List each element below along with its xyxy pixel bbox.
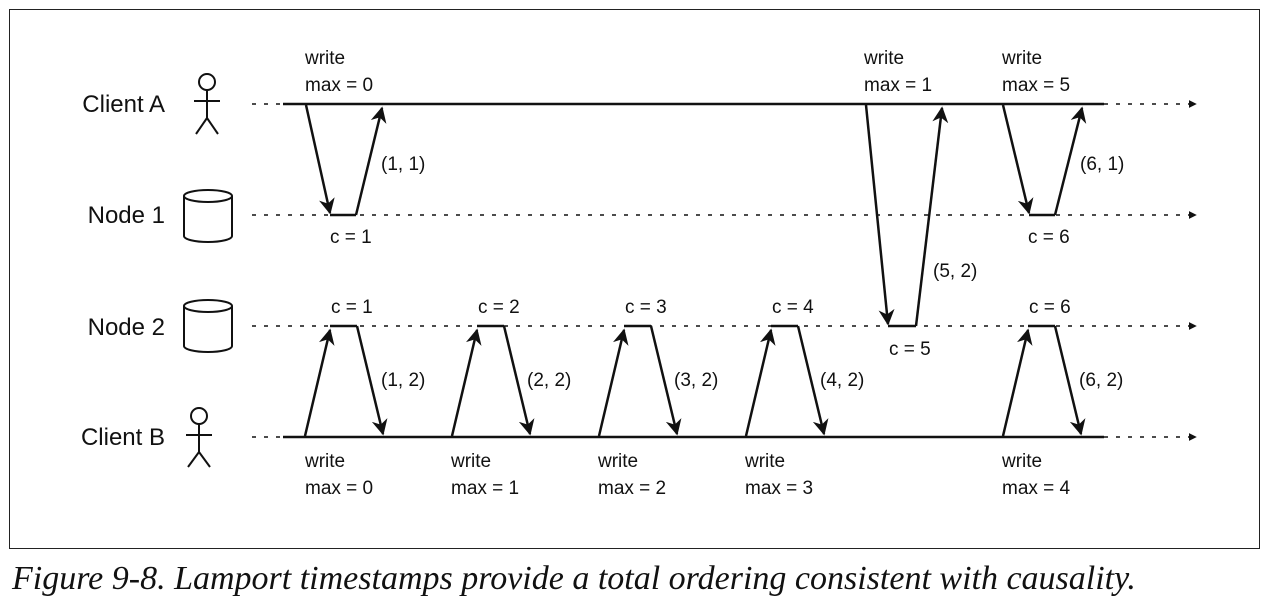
request-max-label: max = 5 bbox=[1002, 75, 1070, 96]
node-counter-label: c = 1 bbox=[330, 227, 372, 248]
request-max-label: max = 1 bbox=[451, 478, 519, 499]
request-max-label: max = 3 bbox=[745, 478, 813, 499]
lane-label-client-b: Client B bbox=[81, 424, 165, 451]
node-counter-label: c = 2 bbox=[478, 297, 520, 318]
node-counter-label: c = 4 bbox=[772, 297, 814, 318]
figure-caption: Figure 9-8. Lamport timestamps provide a… bbox=[12, 560, 1136, 597]
node-counter-label: c = 6 bbox=[1029, 297, 1071, 318]
message-b5 bbox=[1001, 324, 1086, 437]
client-a-person-icon bbox=[194, 73, 220, 135]
response-timestamp-label: (3, 2) bbox=[674, 370, 718, 391]
request-op-label: write bbox=[304, 48, 345, 69]
request-max-label: max = 0 bbox=[305, 478, 373, 499]
message-a2 bbox=[864, 104, 949, 328]
node-counter-label: c = 5 bbox=[889, 339, 931, 360]
message-b1 bbox=[303, 324, 388, 437]
node-1-database-icon bbox=[183, 189, 233, 243]
request-op-label: write bbox=[744, 451, 785, 472]
client-b-person-icon bbox=[186, 407, 212, 468]
message-a3 bbox=[1001, 104, 1087, 217]
response-timestamp-label: (1, 2) bbox=[381, 370, 425, 391]
lane-label-client-a: Client A bbox=[82, 91, 165, 118]
request-op-label: write bbox=[1001, 48, 1042, 69]
request-max-label: max = 0 bbox=[305, 75, 373, 96]
node-counter-label: c = 6 bbox=[1028, 227, 1070, 248]
request-op-label: write bbox=[597, 451, 638, 472]
response-timestamp-label: (2, 2) bbox=[527, 370, 571, 391]
request-max-label: max = 2 bbox=[598, 478, 666, 499]
request-op-label: write bbox=[450, 451, 491, 472]
response-timestamp-label: (1, 1) bbox=[381, 154, 425, 175]
response-timestamp-label: (5, 2) bbox=[933, 261, 977, 282]
message-b3 bbox=[597, 324, 682, 437]
message-b2 bbox=[450, 324, 535, 437]
diagram-frame bbox=[9, 9, 1260, 549]
request-op-label: write bbox=[304, 451, 345, 472]
request-op-label: write bbox=[863, 48, 904, 69]
node-2-database-icon bbox=[183, 299, 233, 353]
request-op-label: write bbox=[1001, 451, 1042, 472]
response-timestamp-label: (6, 2) bbox=[1079, 370, 1123, 391]
response-timestamp-label: (4, 2) bbox=[820, 370, 864, 391]
node-counter-label: c = 3 bbox=[625, 297, 667, 318]
lane-label-node-1: Node 1 bbox=[88, 202, 165, 229]
message-b4 bbox=[744, 324, 829, 437]
lane-label-node-2: Node 2 bbox=[88, 314, 165, 341]
node-counter-label: c = 1 bbox=[331, 297, 373, 318]
request-max-label: max = 1 bbox=[864, 75, 932, 96]
message-a1 bbox=[304, 104, 387, 217]
response-timestamp-label: (6, 1) bbox=[1080, 154, 1124, 175]
request-max-label: max = 4 bbox=[1002, 478, 1071, 499]
